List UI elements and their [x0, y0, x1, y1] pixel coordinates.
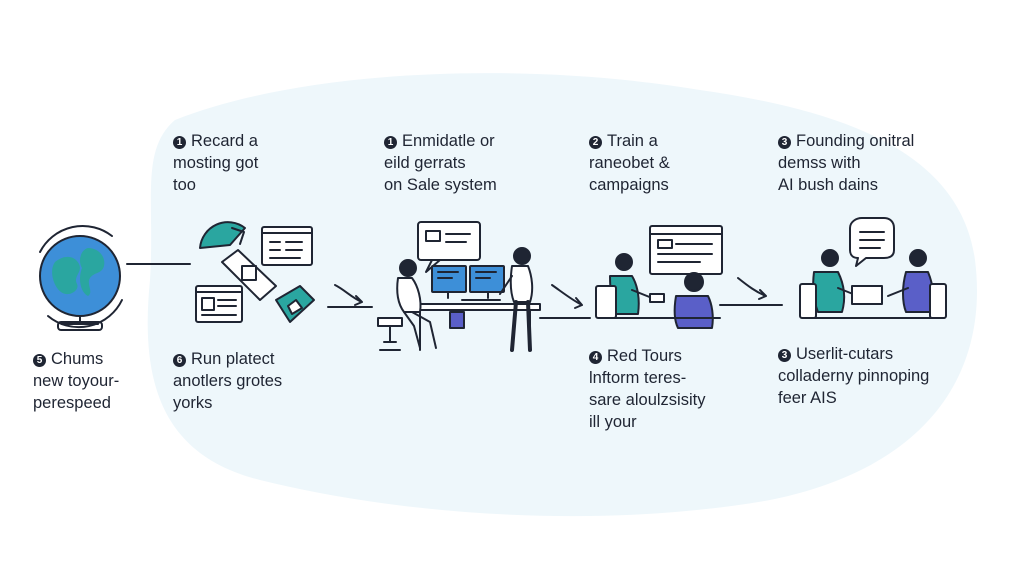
tools-icon	[195, 221, 315, 323]
step-badge: 2	[589, 136, 602, 149]
step-badge: 1	[173, 136, 186, 149]
step-badge: 6	[173, 354, 186, 367]
laptop-meeting-icon	[595, 225, 723, 329]
step-badge: 1	[384, 136, 397, 149]
step-badge: 5	[33, 354, 46, 367]
step-badge: 3	[778, 136, 791, 149]
step-badge: 3	[778, 349, 791, 362]
chat-meeting-icon	[799, 217, 947, 319]
step-badge: 4	[589, 351, 602, 364]
globe-icon	[39, 225, 123, 331]
desk-workstation-icon	[377, 221, 541, 352]
